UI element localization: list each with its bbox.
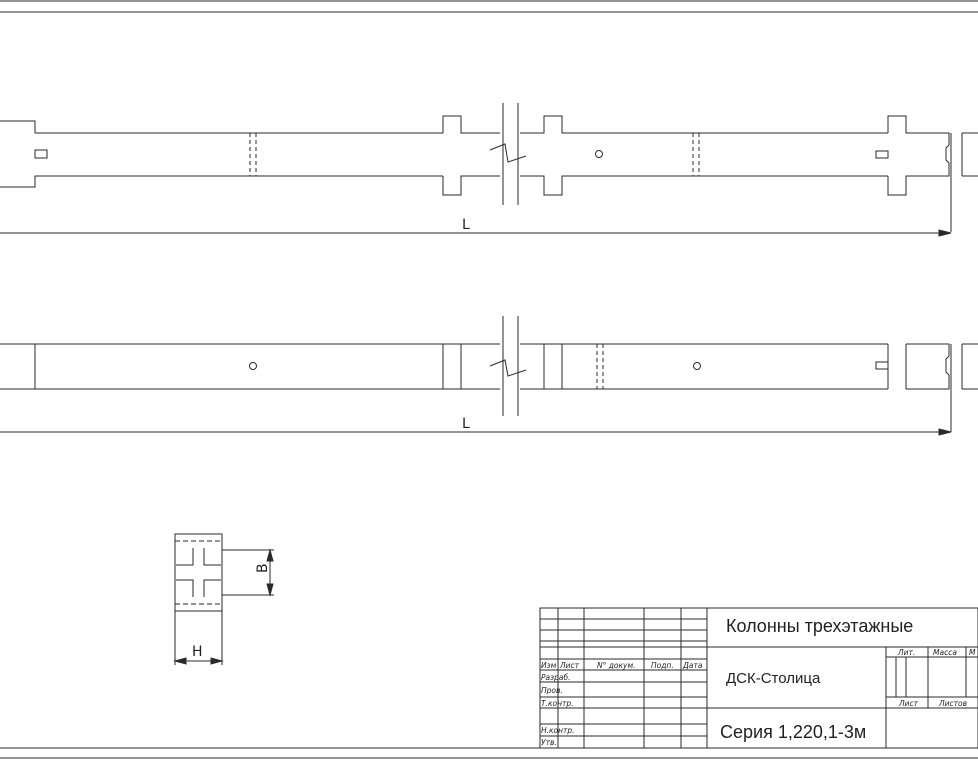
hdr-sheet: Лист xyxy=(898,699,919,708)
col-sign: Подп. xyxy=(651,661,674,670)
role-developer: Разраб. xyxy=(541,673,570,682)
col-list: Лист xyxy=(559,661,580,670)
role-checker: Пров. xyxy=(541,686,563,695)
dim-width-label: B xyxy=(255,563,271,573)
column-plan-view xyxy=(0,316,978,432)
title-block xyxy=(539,607,978,749)
title-series: Серия 1,220,1-3м xyxy=(720,722,866,742)
col-date: Дата xyxy=(682,661,703,670)
role-approved: Утв. xyxy=(541,738,557,747)
hdr-sheets: Листов xyxy=(938,699,967,708)
title-product-name: Колонны трехэтажные xyxy=(726,616,913,636)
hdr-scale: М xyxy=(969,648,976,657)
hdr-lit: Лит. xyxy=(897,648,915,657)
col-doc-no: N° докум. xyxy=(597,661,636,670)
col-izm: Изм xyxy=(541,661,557,670)
role-tech-control: Т.контр. xyxy=(541,699,574,708)
dim-height-label: H xyxy=(192,644,203,660)
title-organization: ДСК-Столица xyxy=(726,670,821,687)
dim-length-bottom-label: L xyxy=(462,416,470,432)
dimension-length-bottom xyxy=(0,428,952,436)
role-norm-control: Н.контр. xyxy=(541,726,575,735)
column-cross-section xyxy=(173,533,274,665)
dim-length-top-label: L xyxy=(462,217,470,233)
column-front-view xyxy=(0,103,978,232)
hdr-mass: Масса xyxy=(933,648,957,657)
dimension-length-top xyxy=(0,229,952,237)
